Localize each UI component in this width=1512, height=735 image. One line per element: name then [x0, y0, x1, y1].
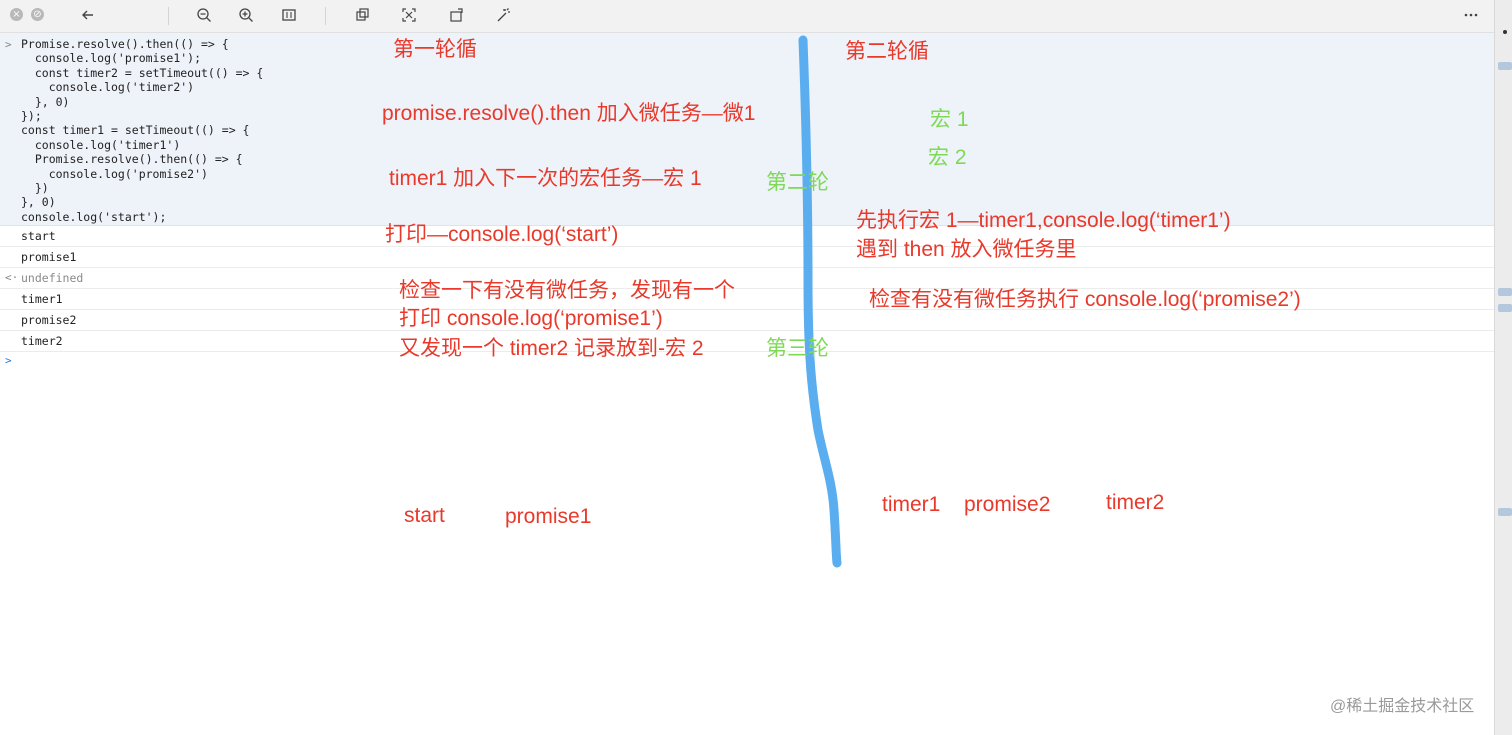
code-line: const timer1 = setTimeout(() => { — [21, 123, 250, 138]
annotation-print-start: 打印—console.log(‘start’) — [385, 223, 619, 246]
code-line: console.log('promise1'); — [21, 51, 202, 66]
rotate-icon[interactable] — [445, 4, 469, 26]
output-text: start — [21, 229, 56, 243]
toolbar-divider — [325, 7, 326, 25]
code-line: }, 0) — [21, 94, 70, 109]
prompt-chevron-icon: > — [5, 38, 12, 51]
zoom-in-icon[interactable] — [234, 4, 258, 26]
annotation-found-timer2: 又发现一个 timer2 记录放到-宏 2 — [399, 337, 704, 360]
result-timer1: timer1 — [882, 493, 941, 516]
code-line: }, 0) — [21, 195, 56, 210]
stop-icon[interactable]: ⊘ — [31, 8, 44, 21]
result-timer2: timer2 — [1106, 491, 1165, 514]
output-text: undefined — [21, 271, 84, 285]
annotation-check-micro: 检查一下有没有微任务，发现有一个 — [399, 279, 735, 302]
annotation-then-micro: 遇到 then 放入微任务里 — [856, 238, 1077, 261]
more-icon[interactable] — [1459, 4, 1483, 26]
toolbar: × ⊘ — [0, 0, 1494, 33]
annotation-macro2: 宏 2 — [928, 146, 967, 169]
annotation-loop2: 第二轮循 — [845, 40, 929, 63]
annotation-macro1: 宏 1 — [930, 108, 969, 131]
console-input-prompt[interactable]: > — [5, 354, 12, 367]
annotation-micro: promise.resolve().then 加入微任务—微1 — [382, 102, 756, 125]
fit-icon[interactable] — [277, 4, 301, 26]
close-icon[interactable]: × — [10, 8, 23, 21]
code-line: }); — [21, 109, 42, 124]
annotation-round3: 第三轮 — [766, 337, 829, 360]
result-start: start — [404, 504, 445, 527]
return-arrow-icon: <· — [5, 271, 19, 284]
edge-dot — [1503, 30, 1507, 34]
annotation-round2: 第二轮 — [766, 171, 829, 194]
edge-thumbnail — [1498, 304, 1512, 312]
annotation-print-promise1: 打印 console.log(‘promise1’) — [399, 307, 663, 330]
window-edge — [1494, 0, 1512, 735]
code-line: Promise.resolve().then(() => { — [21, 152, 243, 167]
console-return-row: <· undefined — [0, 268, 1494, 289]
console-output-row: promise2 — [0, 310, 1494, 331]
watermark: @稀土掘金技术社区 — [1330, 698, 1475, 715]
output-text: timer1 — [21, 292, 63, 306]
code-line: const timer2 = setTimeout(() => { — [21, 65, 264, 80]
edge-thumbnail — [1498, 508, 1512, 516]
expand-icon[interactable] — [397, 4, 421, 26]
zoom-out-icon[interactable] — [192, 4, 216, 26]
code-line: console.log('timer1') — [21, 137, 181, 152]
back-arrow-icon[interactable] — [76, 4, 100, 26]
console-output-row: timer2 — [0, 331, 1494, 352]
console-code-entry: > Promise.resolve().then(() => { console… — [0, 33, 1494, 226]
edge-thumbnail — [1498, 288, 1512, 296]
console-output-row: promise1 — [0, 247, 1494, 268]
annotation-exec-macro1: 先执行宏 1—timer1,console.log(‘timer1’) — [856, 209, 1231, 232]
toolbar-divider — [168, 7, 169, 25]
code-line: console.log('promise2') — [21, 166, 208, 181]
magic-wand-icon[interactable] — [491, 4, 515, 26]
annotation-check-exec: 检查有没有微任务执行 console.log(‘promise2’) — [869, 288, 1301, 311]
console-output-row: start — [0, 226, 1494, 247]
output-text: promise2 — [21, 313, 77, 327]
code-listing: Promise.resolve().then(() => { console.l… — [21, 37, 263, 224]
output-text: timer2 — [21, 334, 63, 348]
code-line: }) — [21, 181, 49, 196]
result-promise1: promise1 — [505, 505, 592, 528]
crop-icon[interactable] — [350, 4, 374, 26]
annotation-loop1: 第一轮循 — [393, 38, 477, 61]
output-text: promise1 — [21, 250, 77, 264]
code-line: console.log('start'); — [21, 209, 167, 224]
console-output-row: timer1 — [0, 289, 1494, 310]
edge-thumbnail — [1498, 62, 1512, 70]
annotation-timer1: timer1 加入下一次的宏任务—宏 1 — [389, 167, 702, 190]
result-promise2: promise2 — [964, 493, 1051, 516]
code-line: Promise.resolve().then(() => { — [21, 37, 229, 51]
code-line: console.log('timer2') — [21, 80, 195, 95]
